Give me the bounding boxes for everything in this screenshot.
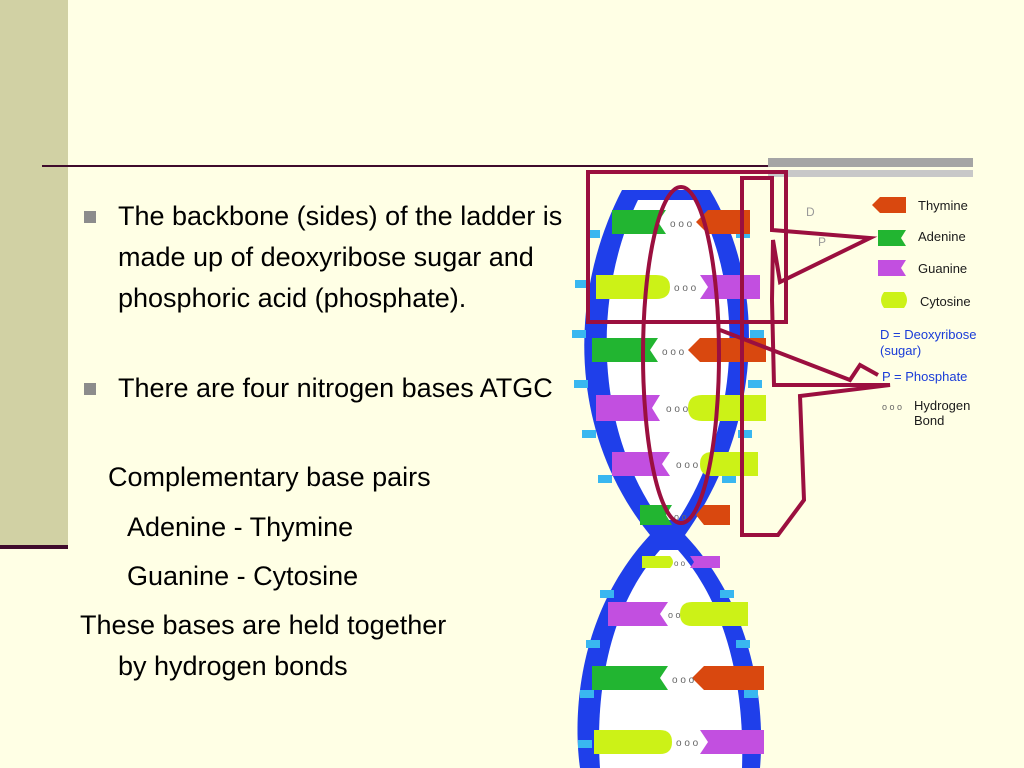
adenine-swatch: [878, 230, 906, 246]
diagram-letter-p: P: [818, 235, 826, 249]
title-divider: [42, 165, 778, 167]
bullet-backbone-text: The backbone (sides) of the ladder is ma…: [118, 201, 563, 313]
guanine-base: [700, 730, 764, 754]
hydrogen-bond-dots: o o o: [672, 675, 695, 686]
phosphate-pointer: [719, 328, 879, 383]
base-pair-1: o o o: [612, 210, 750, 234]
bullet-backbone: The backbone (sides) of the ladder is ma…: [84, 196, 578, 319]
bullet-square-icon: [84, 383, 96, 395]
legend-thymine-label: Thymine: [918, 198, 968, 213]
bullet-square-icon: [84, 211, 96, 223]
hydrogen-bond-dots: o o o: [676, 460, 699, 471]
thymine-base: [696, 505, 730, 525]
base-pair-8: o o: [608, 602, 748, 626]
hydrogen-bond-dots: o o o: [674, 283, 697, 294]
bullet-bases: There are four nitrogen bases ATGC: [84, 368, 578, 409]
hydrogen-bond-dots: o o o: [670, 219, 693, 230]
thymine-base: [688, 338, 766, 362]
legend-adenine: Adenine: [878, 229, 966, 246]
legend-adenine-label: Adenine: [918, 229, 966, 244]
adenine-base: [592, 666, 668, 690]
accent-bar-shadow: [768, 170, 973, 177]
hydrogen-bond-line-2: by hydrogen bonds: [118, 651, 348, 681]
guanine-base: [690, 556, 720, 568]
backbone-upper: [572, 190, 764, 535]
pair-adenine-thymine: Adenine - Thymine: [127, 512, 354, 542]
legend-sugar: (sugar): [880, 343, 921, 358]
guanine-base: [596, 395, 660, 421]
left-band-rule: [0, 545, 68, 549]
diagram-letter-d: D: [806, 205, 815, 219]
guanine-swatch: [878, 260, 906, 276]
base-pair-10: o o o: [594, 730, 764, 754]
hydrogen-bond-line-1: These bases are held together: [80, 610, 447, 640]
cytosine-base: [688, 395, 766, 421]
thymine-swatch: [872, 197, 906, 213]
cytosine-swatch: [881, 292, 907, 308]
hydrogen-bond-dots: o o o: [676, 738, 699, 749]
cytosine-base: [680, 602, 748, 626]
left-decor-band: [0, 0, 68, 548]
cytosine-base: [596, 275, 670, 299]
guanine-base: [612, 452, 670, 476]
hydrogen-bond-dots: o o: [674, 512, 687, 522]
legend-cytosine: Cytosine: [881, 292, 971, 309]
legend-guanine: Guanine: [878, 260, 967, 276]
dna-diagram: o o o o o o o o o o o o o o o o o o o o …: [572, 170, 976, 768]
legend: Thymine Adenine Guanine Cytosine D = Deo…: [872, 197, 976, 428]
hydrogen-bond-dots: o o: [674, 559, 686, 568]
adenine-base: [592, 338, 658, 362]
base-pair-9: o o o: [592, 666, 764, 690]
cytosine-base: [594, 730, 672, 754]
accent-bar: [768, 158, 973, 167]
legend-guanine-label: Guanine: [918, 261, 967, 276]
thymine-base: [696, 210, 750, 234]
hydrogen-bond-dots-icon: o o o: [882, 402, 902, 412]
pair-guanine-cytosine: Guanine - Cytosine: [127, 561, 359, 591]
backbone-highlight: [586, 170, 891, 537]
hydrogen-bond-dots: o o: [668, 610, 681, 620]
legend-hydrogen: Hydrogen: [914, 398, 970, 413]
legend-thymine: Thymine: [872, 197, 968, 213]
hydrogen-bond-dots: o o o: [666, 404, 689, 415]
base-pair-7: o o: [642, 556, 720, 568]
complementary-heading: Complementary base pairs: [108, 462, 431, 492]
legend-bond: Bond: [914, 413, 944, 428]
guanine-base: [700, 275, 760, 299]
guanine-base: [608, 602, 668, 626]
legend-phosphate: P = Phosphate: [882, 369, 967, 384]
bullet-bases-text: There are four nitrogen bases ATGC: [118, 373, 553, 403]
legend-cytosine-label: Cytosine: [920, 294, 971, 309]
adenine-base: [612, 210, 666, 234]
cytosine-base: [642, 556, 673, 568]
hydrogen-bond-dots: o o o: [662, 347, 685, 358]
thymine-base: [692, 666, 764, 690]
legend-deoxyribose: D = Deoxyribose: [880, 327, 976, 342]
